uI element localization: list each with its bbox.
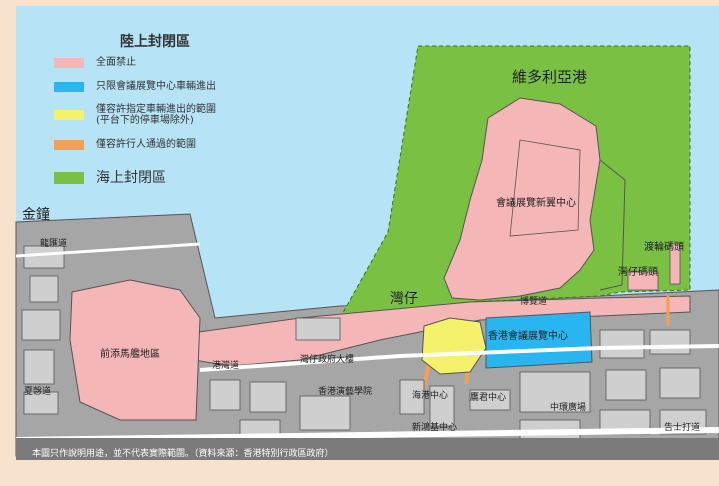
label-convention-ave: 博覽道 [520,297,548,307]
ferry-pier-shape [669,243,681,285]
legend-swatch-designated [54,110,84,120]
legend-title: 陸上封閉區 [120,34,190,50]
breakwater [599,159,626,291]
legend-row-hkcec: 只限會議展覽中心車輛進出 [54,80,216,94]
legend-swatch-full-closure [54,58,84,68]
hkcec-new-wing-outline [509,139,581,237]
legend-row-pedestrian: 僅容許行人通過的範圍 [54,138,196,152]
legend-row-sea-closure: 海上封閉區 [54,170,166,186]
label-sun-hung-kai: 新鴻基中心 [412,423,458,433]
label-lung-wui: 龍匯道 [40,239,68,249]
label-hkcec-new: 會議展覽新翼中心 [496,198,576,209]
label-harbour-road: 港灣道 [212,361,240,371]
label-central-plaza: 中環廣場 [550,403,587,413]
footnote: 本圖只作說明用途，並不代表實際範圍。（資料來源：香港特別行政區政府） [32,449,334,459]
label-wan-chai: 灣仔 [390,291,418,307]
label-hkcec: 香港會議展覽中心 [488,331,568,342]
naval-base-area [69,279,201,421]
legend-label-full-closure: 全面禁止 [96,57,136,69]
designated-vehicle-area [421,317,487,375]
label-harbour: 維多利亞港 [512,68,588,86]
road-lung-wui [15,242,201,258]
wan-chai-pier-shape [627,271,659,291]
legend-label-pedestrian: 僅容許行人通過的範圍 [96,139,196,151]
label-wan-chai-pier: 灣仔碼頭 [618,267,658,278]
legend-row-full-closure: 全面禁止 [54,56,136,70]
label-naval-base: 前添馬艦地區 [100,349,160,360]
label-harbour-centre: 海港中心 [412,391,449,401]
label-great-eagle: 鷹君中心 [470,393,507,403]
label-kam-chung: 金鐘 [22,207,50,223]
road-harbour [199,344,719,372]
hkcec-new-wing [443,97,601,301]
legend-row-designated: 僅容許指定車輛進出的範圍 (平台下的停車場除外) [54,103,216,127]
legend-label-sea-closure: 海上封閉區 [96,169,166,186]
label-gloucester: 告士打道 [664,423,701,433]
legend-swatch-hkcec [54,82,84,92]
label-arts: 香港演藝學院 [318,387,373,397]
legend-label-designated-main: 僅容許指定車輛進出的範圍 [96,103,216,115]
legend-swatch-pedestrian [54,140,84,150]
legend-label-designated-sub: (平台下的停車場除外) [96,115,194,126]
building-blocks [21,245,707,443]
legend-label-designated: 僅容許指定車輛進出的範圍 (平台下的停車場除外) [96,104,216,127]
footnote-band [16,438,719,460]
legend-swatch-sea-closure [54,172,84,184]
legend-label-hkcec: 只限會議展覽中心車輛進出 [96,81,216,93]
label-harcourt: 夏愨道 [24,387,52,397]
label-immigration: 灣仔政府大樓 [300,355,355,365]
label-ferry-pier: 渡輪碼頭 [644,242,684,253]
